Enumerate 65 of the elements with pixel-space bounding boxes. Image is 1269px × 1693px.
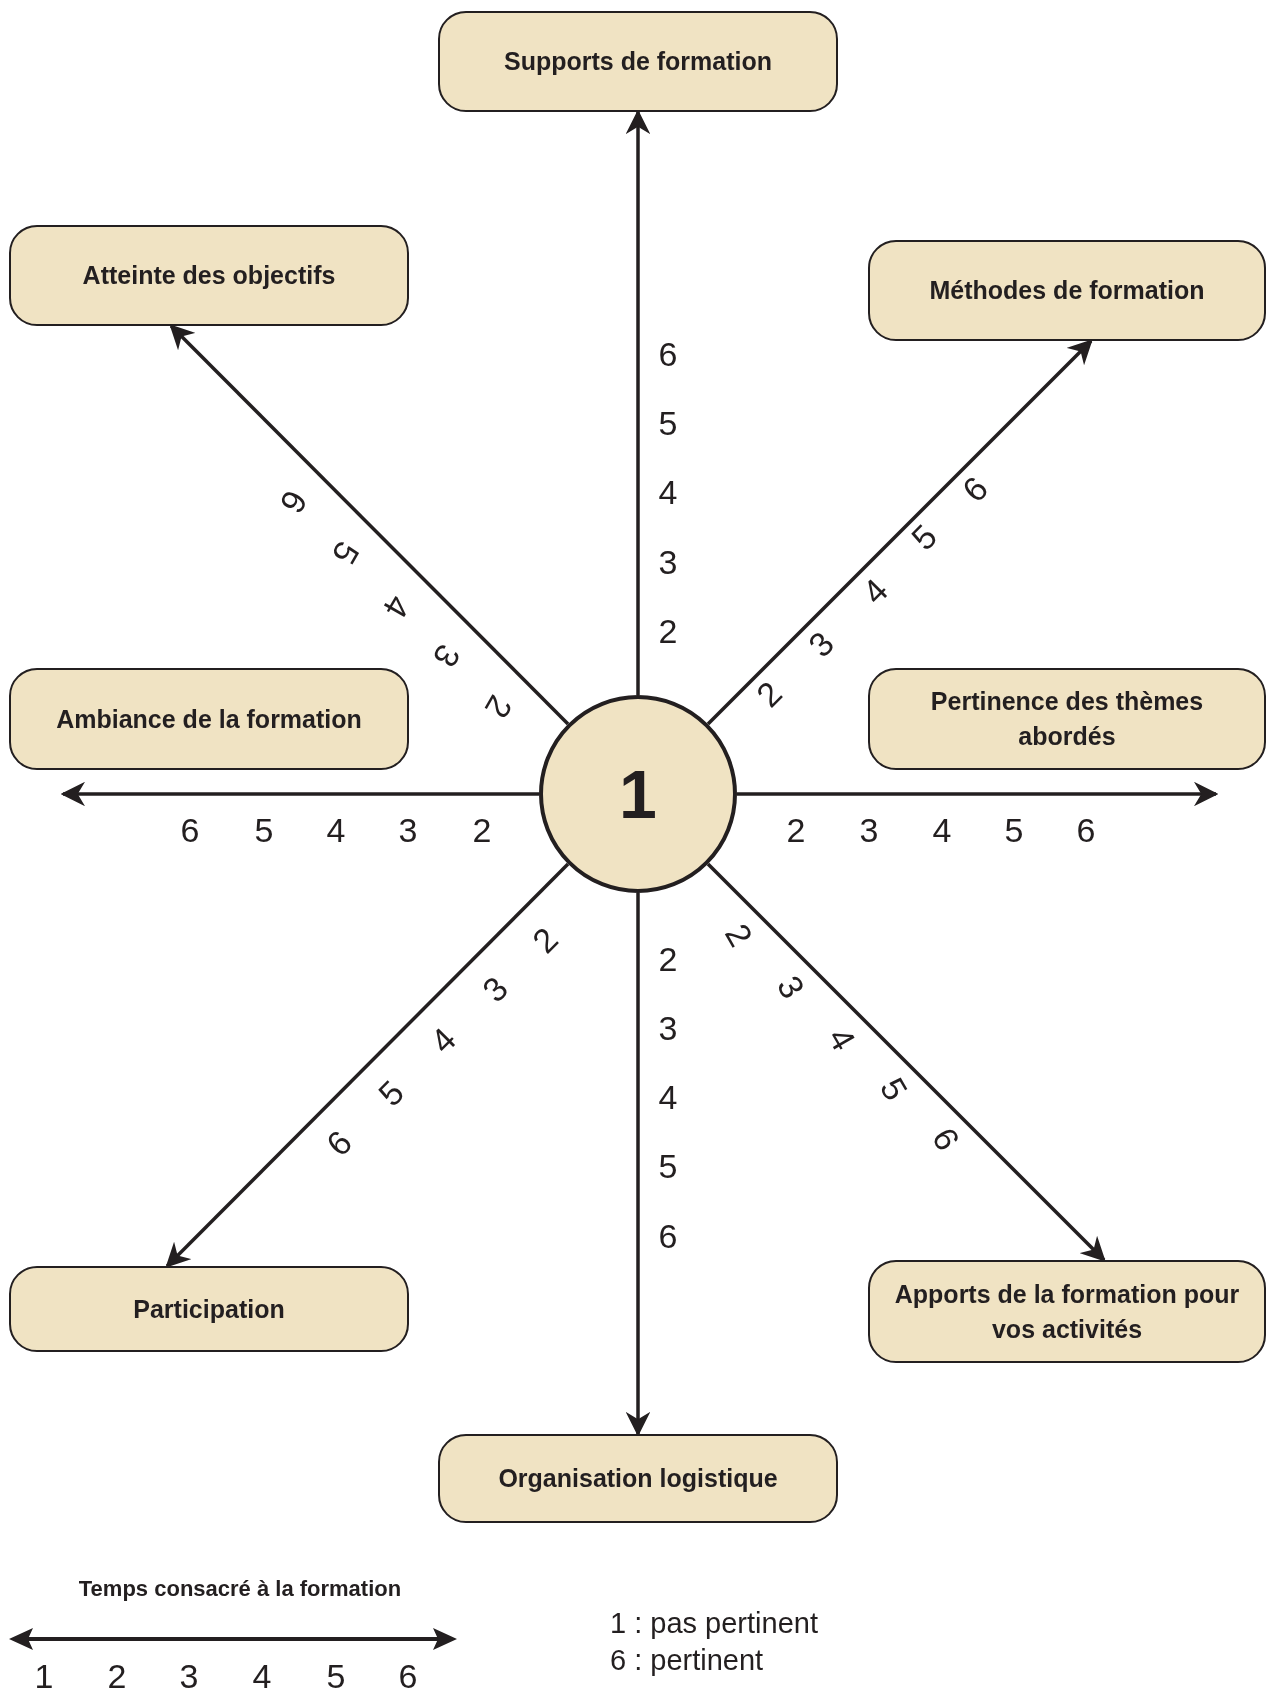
arrow xyxy=(625,893,651,1437)
scale-number: 2 xyxy=(750,675,788,713)
arrow xyxy=(60,781,539,807)
legend-note: 1 : pas pertinent xyxy=(610,1606,818,1642)
scale-number: 5 xyxy=(326,536,366,570)
criterion-box: Apports de la formation pour vos activités xyxy=(868,1260,1266,1363)
scale-number: 5 xyxy=(1004,813,1024,847)
scale-number: 3 xyxy=(179,1659,199,1693)
scale-number: 4 xyxy=(252,1659,272,1693)
scale-number: 5 xyxy=(658,406,678,440)
scale-number: 6 xyxy=(658,1219,678,1253)
scale-number: 6 xyxy=(956,470,994,508)
scale-title: Temps consacré à la formation xyxy=(78,1574,402,1603)
scale-number: 3 xyxy=(427,639,467,673)
scale-number: 4 xyxy=(658,1080,678,1114)
scale-number: 2 xyxy=(479,690,519,724)
scale-number: 4 xyxy=(658,475,678,509)
arrow xyxy=(737,781,1219,807)
scale-number: 3 xyxy=(658,545,678,579)
criterion-box: Ambiance de la formation xyxy=(9,668,409,770)
arrow xyxy=(706,862,1106,1262)
scale-number: 5 xyxy=(326,1659,346,1693)
legend-note: 6 : pertinent xyxy=(610,1643,764,1679)
scale-number: 5 xyxy=(254,813,274,847)
scale-number: 3 xyxy=(476,970,514,1008)
scale-number: 4 xyxy=(932,813,952,847)
scale-number: 6 xyxy=(320,1124,358,1162)
scale-number: 3 xyxy=(802,625,840,663)
scale-number: 4 xyxy=(326,813,346,847)
criterion-box: Méthodes de formation xyxy=(868,240,1266,341)
scale-number: 5 xyxy=(905,518,943,556)
scale-number: 2 xyxy=(658,614,678,648)
criterion-box: Supports de formation xyxy=(438,11,838,112)
scale-number: 2 xyxy=(526,921,564,959)
arrow xyxy=(625,109,651,695)
scale-number: 2 xyxy=(786,813,806,847)
scale-number: 5 xyxy=(372,1074,410,1112)
scale-number: 3 xyxy=(859,813,879,847)
criterion-box: Organisation logistique xyxy=(438,1434,838,1523)
criterion-box: Participation xyxy=(9,1266,409,1352)
scale-number: 6 xyxy=(274,485,314,519)
scale-number: 6 xyxy=(926,1122,966,1156)
scale-number: 2 xyxy=(719,918,759,952)
scale-number: 2 xyxy=(658,942,678,976)
criterion-box: Atteinte des objectifs xyxy=(9,225,409,326)
scale-number: 4 xyxy=(822,1022,862,1056)
scale-number: 3 xyxy=(658,1011,678,1045)
scale-number: 2 xyxy=(472,813,492,847)
scale-number: 5 xyxy=(874,1072,914,1106)
scale-number: 4 xyxy=(377,590,417,624)
arrow xyxy=(169,324,570,726)
scale-number: 5 xyxy=(658,1149,678,1183)
scale-number: 3 xyxy=(398,813,418,847)
arrow xyxy=(706,339,1093,726)
scale-number: 4 xyxy=(856,572,894,610)
scale-number: 6 xyxy=(1076,813,1096,847)
scale-number: 4 xyxy=(424,1021,462,1059)
scale-number: 1 xyxy=(34,1659,54,1693)
scale-number: 6 xyxy=(180,813,200,847)
scale-number: 3 xyxy=(771,970,811,1004)
scale-number: 6 xyxy=(398,1659,418,1693)
scale-number: 2 xyxy=(107,1659,127,1693)
arrow xyxy=(165,862,570,1268)
scale-number: 6 xyxy=(658,337,678,371)
criterion-box: Pertinence des thèmes abordés xyxy=(868,668,1266,770)
